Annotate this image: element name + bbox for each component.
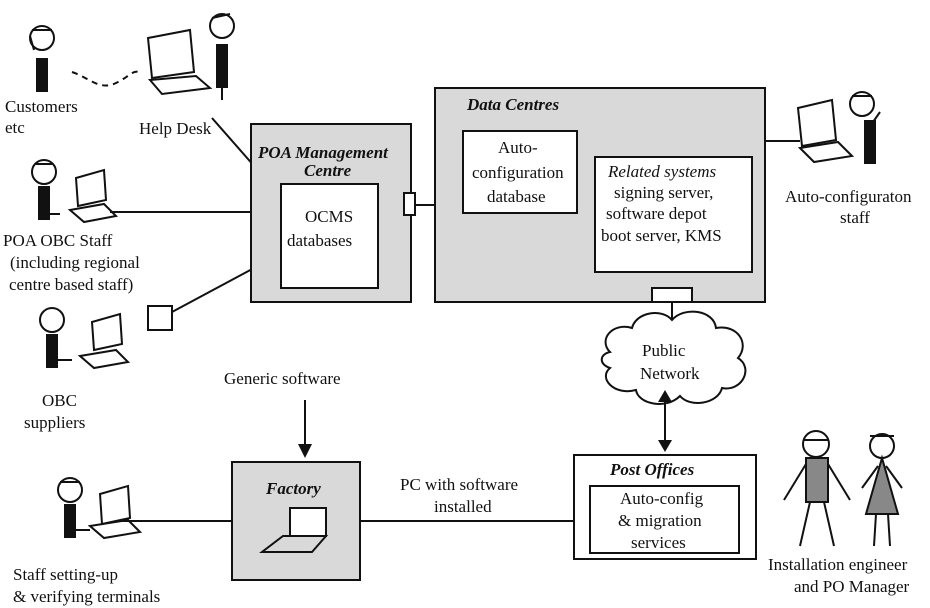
public-network-line1: Public — [642, 341, 686, 360]
firewall-left — [403, 192, 416, 216]
post-offices-title: Post Offices — [609, 460, 695, 479]
obc-supplier-person-icon — [39, 307, 72, 368]
obc-suppliers-line1: OBC — [42, 391, 77, 410]
autoconfig-services-box — [589, 485, 740, 554]
arrow-down — [658, 440, 672, 452]
autoconfig-services-line3: services — [631, 533, 686, 552]
installation-engineer-line1: Installation engineer — [768, 555, 908, 574]
autoconfig-services-line2: & migration — [618, 511, 702, 530]
supplier-access-box — [147, 305, 173, 331]
arrow-up — [658, 390, 672, 402]
help-desk-label: Help Desk — [139, 119, 212, 138]
data-centres-title: Data Centres — [466, 95, 559, 114]
obc-supplier-monitor-icon — [77, 312, 131, 370]
public-network-cloud — [600, 310, 747, 405]
installation-engineer-person-icon — [783, 430, 851, 547]
autoconfig-db-box — [462, 130, 578, 214]
obc-suppliers-line2: suppliers — [24, 413, 85, 432]
autoconfig-db-line1: Auto- — [498, 138, 538, 157]
customers-line2: etc — [5, 118, 25, 137]
autoconfig-staff-line2: staff — [840, 208, 870, 227]
poa-obc-staff-line1: POA OBC Staff — [3, 231, 113, 250]
network-port — [651, 287, 693, 303]
dashed-phone-link — [71, 70, 141, 87]
pc-software-line2: installed — [434, 497, 492, 516]
related-systems-line1: signing server, — [614, 183, 713, 202]
poa-obc-staff-line3: centre based staff) — [9, 275, 133, 294]
autoconfig-staff-person-icon — [849, 91, 881, 164]
autoconfig-staff-monitor-icon — [796, 98, 855, 164]
customers-line1: Customers — [5, 97, 78, 116]
related-systems-title: Related systems — [607, 162, 716, 181]
customer-person-icon — [29, 25, 55, 92]
helpdesk-monitor-icon — [146, 28, 213, 96]
poa-obc-staff-line2: (including regional — [10, 253, 140, 272]
poa-mgmt-title-line1: POA Management — [257, 143, 389, 162]
staff-setting-up-line2: & verifying terminals — [13, 587, 160, 606]
poa-mgmt-title-line2: Centre — [304, 161, 352, 180]
ocms-line1: OCMS — [305, 207, 353, 226]
autoconfig-staff-line1: Auto-configuraton — [785, 187, 912, 206]
installation-engineer-line2: and PO Manager — [794, 577, 910, 596]
helpdesk-person-icon — [209, 13, 235, 100]
autoconfig-db-line2: configuration — [472, 163, 564, 182]
related-systems-box — [594, 156, 753, 273]
related-systems-line2: software depot — [606, 204, 707, 223]
ocms-line2: databases — [287, 231, 352, 250]
setup-staff-monitor-icon — [87, 484, 143, 540]
generic-software-label: Generic software — [224, 369, 341, 388]
ocms-box — [280, 183, 379, 289]
factory-title: Factory — [265, 479, 321, 498]
poa-obc-staff-person-icon — [31, 159, 60, 220]
staff-setting-up-line1: Staff setting-up — [13, 565, 118, 584]
poa-obc-staff-monitor-icon — [67, 168, 119, 224]
factory-laptop-icon — [259, 507, 329, 553]
pc-software-line1: PC with software — [400, 475, 518, 494]
autoconfig-db-line3: database — [487, 187, 546, 206]
related-systems-line3: boot server, KMS — [601, 226, 722, 245]
arrow-head-down — [298, 444, 312, 458]
public-network-line2: Network — [640, 364, 700, 383]
autoconfig-services-line1: Auto-config — [620, 489, 704, 508]
setup-staff-person-icon — [57, 477, 90, 538]
po-manager-person-icon — [861, 433, 903, 547]
